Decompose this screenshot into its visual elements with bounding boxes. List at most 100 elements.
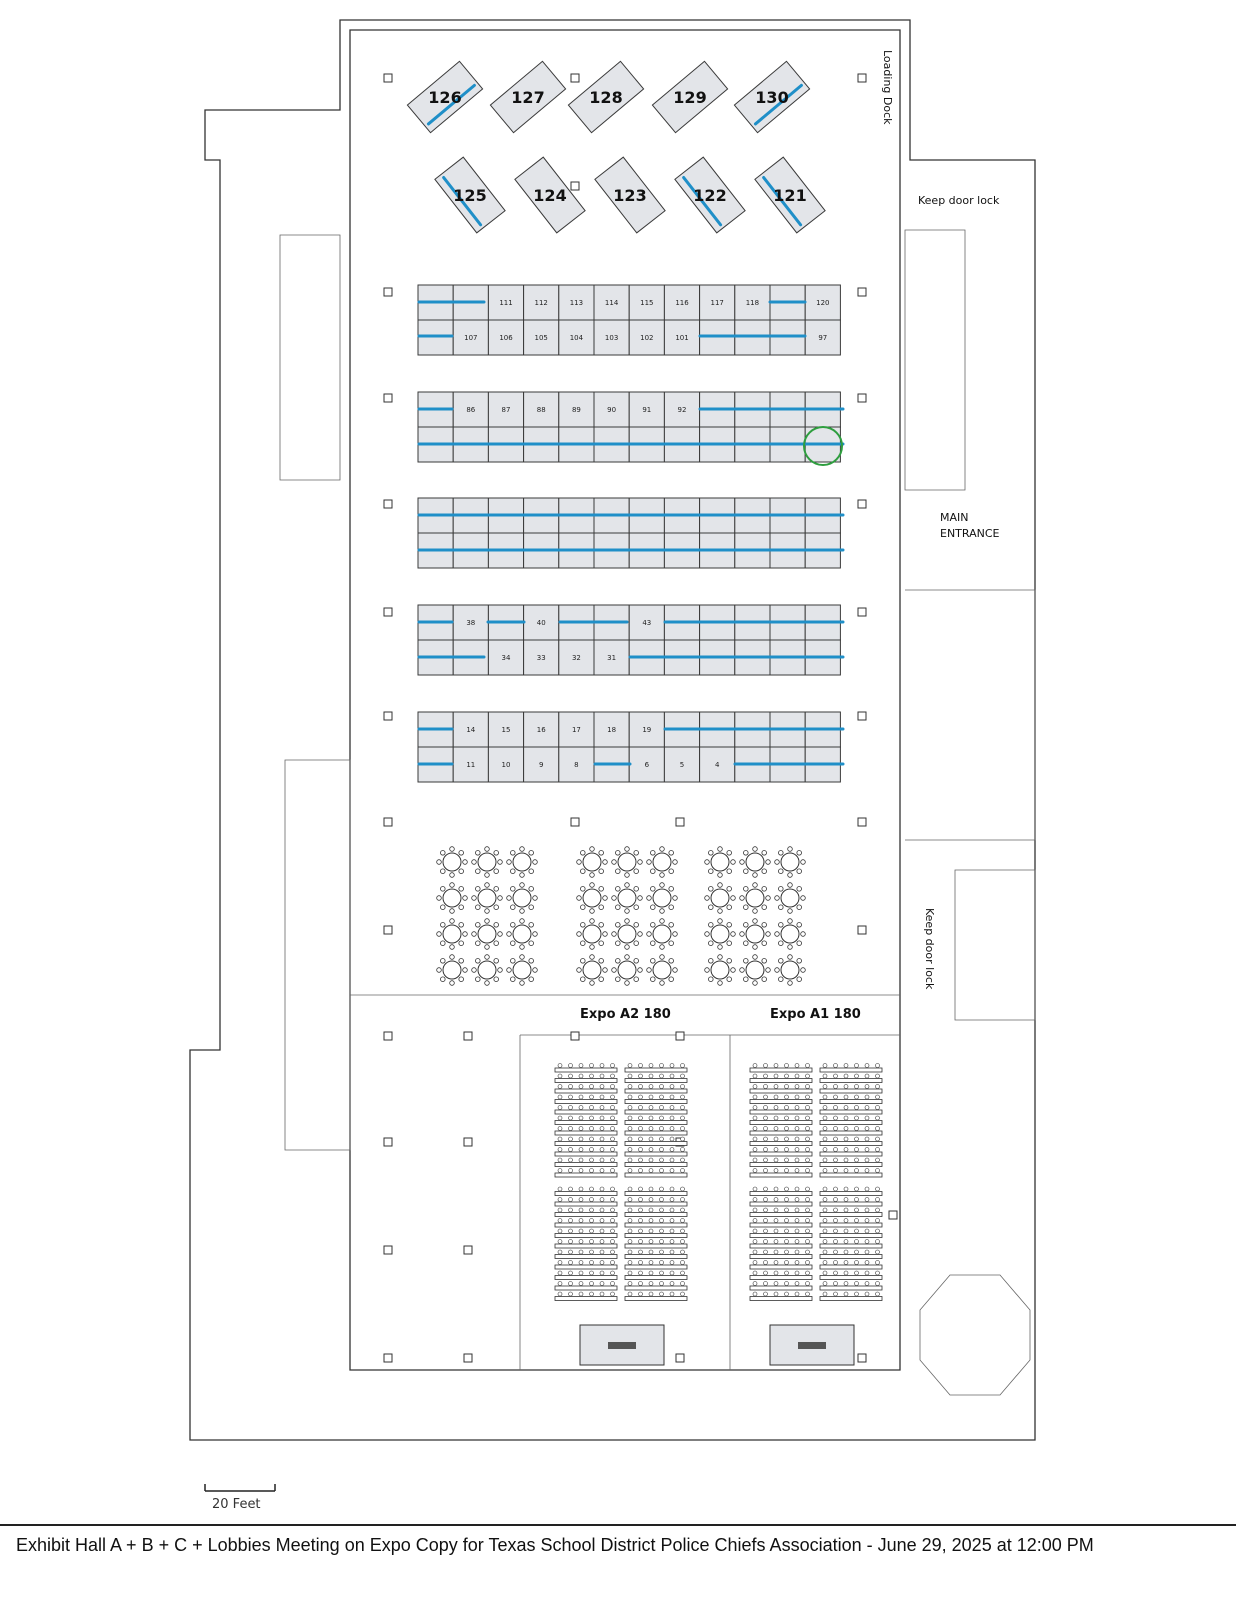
booth-highlight xyxy=(762,176,803,227)
seating-row xyxy=(819,1239,883,1249)
booth-number: 14 xyxy=(466,726,475,734)
booth xyxy=(523,319,560,356)
seating-row xyxy=(554,1239,618,1249)
seating-row xyxy=(819,1136,883,1146)
large-booth xyxy=(651,60,729,134)
round-table xyxy=(436,882,468,914)
booth-number: 118 xyxy=(746,299,759,307)
seating-row xyxy=(819,1249,883,1259)
seating-row xyxy=(554,1291,618,1301)
seating-row xyxy=(554,1094,618,1104)
seating-row xyxy=(554,1126,618,1136)
seating-row xyxy=(624,1270,688,1280)
seating-row xyxy=(749,1218,813,1228)
round-table xyxy=(704,882,736,914)
seating-row xyxy=(554,1168,618,1178)
round-table xyxy=(436,954,468,986)
column xyxy=(570,1031,580,1041)
seating-row xyxy=(749,1228,813,1238)
column xyxy=(383,925,393,935)
round-table xyxy=(576,918,608,950)
large-booth xyxy=(567,60,645,134)
large-booth-outline xyxy=(489,60,567,134)
booth xyxy=(558,746,595,783)
scale-label: 20 Feet xyxy=(212,1497,261,1512)
expo-a1-label: Expo A1 180 xyxy=(770,1007,861,1022)
booth-number: 97 xyxy=(818,334,827,342)
keep-door-lock-top-label: Keep door lock xyxy=(918,194,1000,207)
column xyxy=(383,1031,393,1041)
large-booth-number: 130 xyxy=(755,88,788,107)
round-table xyxy=(739,954,771,986)
booth xyxy=(663,391,701,428)
column xyxy=(570,181,580,191)
round-table xyxy=(774,882,806,914)
large-booth xyxy=(733,60,811,134)
seating-row xyxy=(624,1147,688,1157)
column xyxy=(857,393,867,403)
seating-row xyxy=(819,1126,883,1136)
seating-row xyxy=(819,1157,883,1167)
large-booth-number: 124 xyxy=(533,186,566,205)
seating-row xyxy=(554,1073,618,1083)
seating-row xyxy=(749,1197,813,1207)
seating-row xyxy=(749,1260,813,1270)
column xyxy=(857,925,867,935)
seating-row xyxy=(624,1084,688,1094)
seating-row xyxy=(749,1147,813,1157)
round-table xyxy=(471,954,503,986)
seating-row xyxy=(819,1260,883,1270)
round-table xyxy=(611,954,643,986)
large-booth-number: 122 xyxy=(693,186,726,205)
seating-row xyxy=(554,1270,618,1280)
seating-row xyxy=(624,1105,688,1115)
booth xyxy=(558,319,595,356)
column xyxy=(383,499,393,509)
seating-row xyxy=(624,1228,688,1238)
seating-row xyxy=(624,1073,688,1083)
round-table xyxy=(646,954,678,986)
column xyxy=(675,1031,685,1041)
round-table xyxy=(646,882,678,914)
round-table xyxy=(506,882,538,914)
round-table xyxy=(576,846,608,878)
booth-number: 102 xyxy=(640,334,653,342)
column xyxy=(857,73,867,83)
seating-row xyxy=(819,1073,883,1083)
booth xyxy=(523,391,560,428)
seating-row xyxy=(554,1147,618,1157)
seating-row xyxy=(819,1218,883,1228)
large-booth-number: 126 xyxy=(428,88,461,107)
column xyxy=(857,1353,867,1363)
seating-row xyxy=(554,1115,618,1125)
booth-number: 88 xyxy=(537,406,546,414)
seating-row xyxy=(819,1094,883,1104)
booth-number: 105 xyxy=(535,334,548,342)
seating-row xyxy=(624,1157,688,1167)
booth-number: 111 xyxy=(499,299,512,307)
seating-row xyxy=(554,1157,618,1167)
seating-row xyxy=(749,1136,813,1146)
caption: Exhibit Hall A + B + C + Lobbies Meeting… xyxy=(16,1535,1094,1555)
seating-row xyxy=(624,1239,688,1249)
round-table xyxy=(704,918,736,950)
large-booth xyxy=(514,156,586,234)
round-table xyxy=(611,918,643,950)
booth-number: 16 xyxy=(537,726,546,734)
booth-number: 38 xyxy=(466,619,475,627)
booth-highlight xyxy=(442,176,483,227)
booth-number: 86 xyxy=(466,406,475,414)
large-booth-outline xyxy=(674,156,746,234)
seating-row xyxy=(624,1291,688,1301)
column xyxy=(383,817,393,827)
seating-row xyxy=(819,1228,883,1238)
column xyxy=(383,73,393,83)
seating-row xyxy=(749,1168,813,1178)
seating-row xyxy=(749,1126,813,1136)
booth-number: 6 xyxy=(645,761,650,769)
column xyxy=(857,817,867,827)
booth xyxy=(593,711,630,748)
booth-number: 9 xyxy=(539,761,543,769)
round-table xyxy=(471,846,503,878)
